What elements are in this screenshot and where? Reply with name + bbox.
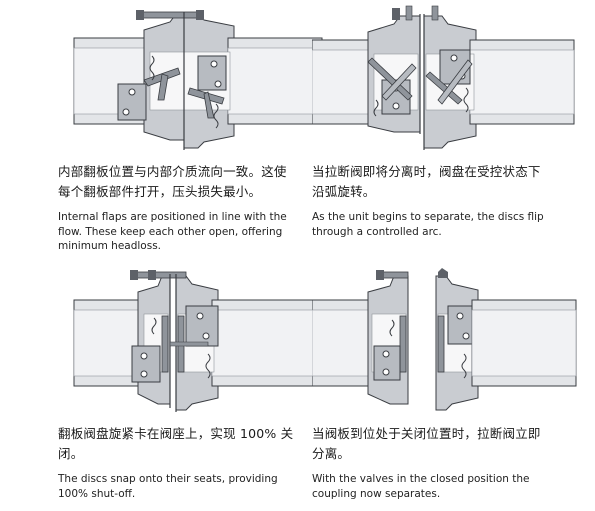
panel-3-en-caption: The discs snap onto their seats, providi… [58,473,278,500]
panel-3-cn-caption: 翻板阀盘旋紧卡在阀座上，实现 100% 关闭。 [58,426,294,461]
panel-4-cn-caption: 当阀板到位处于关闭位置时，拉断阀立即分离。 [312,426,541,461]
coupling-diagram-open [73,10,323,150]
panel-2-cn-caption: 当拉断阀即将分离时，阀盘在受控状态下沿弧旋转。 [312,164,541,199]
panel-1-cn-caption: 内部翻板位置与内部介质流向一致。这使每个翻板部件打开，压头损失最小。 [58,164,287,199]
coupling-diagram-separated [312,268,577,411]
coupling-diagram-flip [312,5,575,150]
panel-2-en-caption: As the unit begins to separate, the disc… [312,211,544,238]
panel-4-en-caption: With the valves in the closed position t… [312,473,530,500]
coupling-diagram-seated [73,270,323,412]
panel-1-en-caption: Internal flaps are positioned in line wi… [58,211,287,252]
